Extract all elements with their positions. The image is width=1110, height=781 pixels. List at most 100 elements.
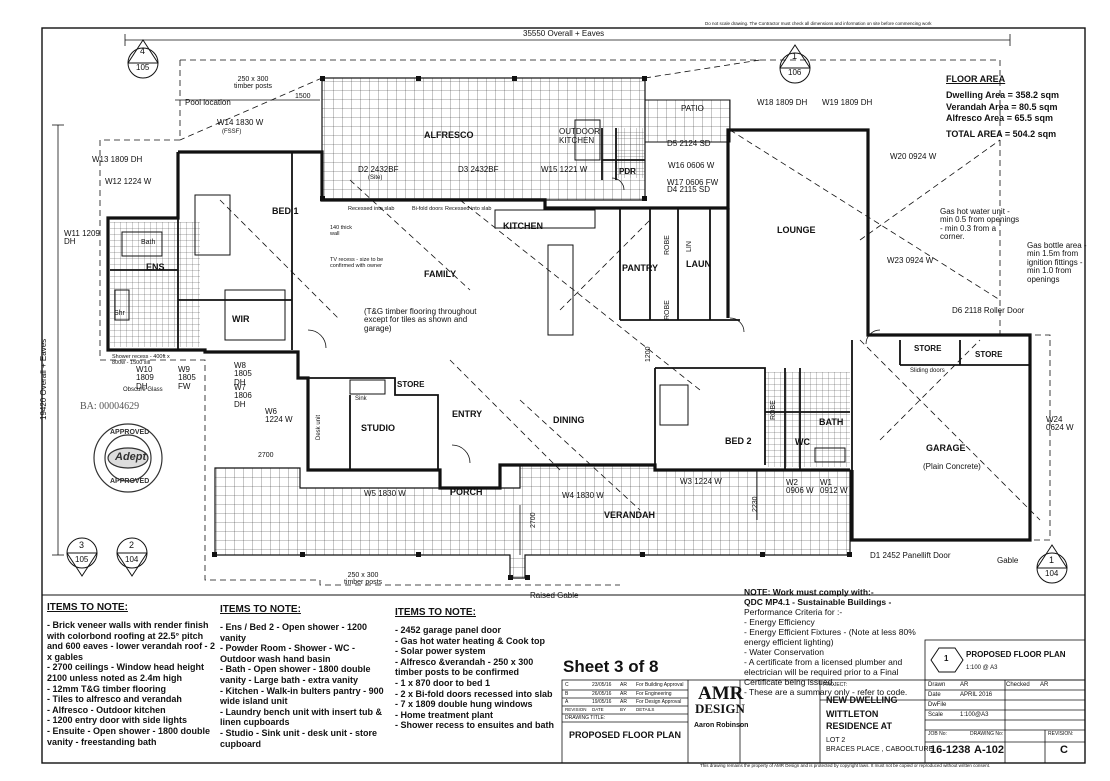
item-note: - Laundry bench unit with insert tub & l… [220,706,382,728]
window-w5: W5 1830 W [364,489,406,498]
gas-hot-water-note: Gas hot water unit - min 0.5 from openin… [940,207,1020,242]
copyright-strip: This drawing remains the property of AMR… [700,763,991,768]
window-w6: W6 1224 W [265,407,293,425]
window-w13: W13 1809 DH [92,155,143,164]
thick-wall-note: 140 thick wall [330,225,353,237]
window-w12: W12 1224 W [105,177,152,186]
item-note: - Home treatment plant [395,709,494,720]
dim-2700-a: 2700 [258,452,274,459]
date-lbl: Date [928,692,941,698]
item-note: - Solar power system [395,646,486,657]
item-note: - 7 x 1809 double hung windows [395,699,533,710]
item-note: - Shower recess to ensuites and bath [395,720,555,731]
studio-sink: Sink [355,396,367,402]
drawn-val: AR [960,682,969,688]
room-alfresco: ALFRESCO [424,130,474,140]
posts-label-bottom: 250 x 300 timber posts [343,572,383,587]
item-note: - Alfresco &verandah - 250 x 300 timber … [395,656,534,678]
rev-a-desc: For Design Approval [636,699,682,705]
room-ens: ENS [146,262,165,272]
date-val: APRIL 2016 [960,692,993,698]
rev-b-desc: For Engineering [636,691,672,697]
shower-small: Shr [114,310,125,317]
qdc-note: NOTE: Work must comply with:- QDC MP4.1 … [744,587,922,697]
site-d2: (Site) [368,175,383,181]
project-line-1: NEW DWELLING [826,695,898,705]
dim-2230: 2230 [752,496,759,512]
room-laun: LAUN [686,259,711,269]
window-w9: W9 1805 FW [178,365,196,391]
marker-2-num: 2 [129,540,135,550]
window-w4: W4 1830 W [562,491,604,500]
job-hdr: JOB No: [928,731,947,737]
rev-a-date: 19/05/16 [592,699,612,705]
dim-2700-b: 2700 [530,512,537,528]
amr-logo-2: DESIGN [695,701,745,716]
bath-small: Bath [141,239,156,246]
rev-hdr: REVISION [565,707,587,712]
posts-label-top: 250 x 300 timber posts [233,76,273,91]
room-lounge: LOUNGE [777,225,816,235]
room-robe-3: ROBE [770,400,777,420]
qdc-line: - A certificate from a licensed plumber … [744,657,903,688]
rev-hdr-by: BY [620,707,627,712]
proposed-floor-plan-num: 1 [944,654,949,663]
drawing-title: PROPOSED FLOOR PLAN [569,730,682,740]
total-area: TOTAL AREA = 504.2 sqm [946,129,1057,139]
item-note: - Ens / Bed 2 - Open shower - 1200 vanit… [220,622,368,643]
room-bed2: BED 2 [725,436,752,446]
obscure-glass: Obscure Glass [123,387,163,393]
item-note: - 2452 garage panel door [395,625,502,635]
item-note: - Brick veneer walls with render finish … [47,620,216,662]
rev-b: B [565,691,569,697]
room-patio: PATIO [681,104,704,113]
stamp-mid: Adept [115,451,147,463]
dwelling-area: Dwelling Area = 358.2 sqm [946,90,1059,101]
item-note: - Alfresco - Outdoor kitchen [47,704,166,715]
scale-lbl: Scale [928,712,944,718]
window-w11: W11 1209 DH [64,229,100,247]
room-porch: PORCH [450,487,483,497]
qdc-line: Performance Criteria for :- [744,607,843,618]
door-d1: D1 2452 Panellift Door [870,551,951,560]
ba-number: BA: 00004629 [80,401,140,412]
window-w8: W8 1805 DH [234,361,252,387]
door-d5: D5 2124 SD [667,139,711,148]
items-list-2: - Ens / Bed 2 - Open shower - 1200 vanit… [220,622,385,749]
dim-1200: 1200 [645,346,652,362]
drawing-title-hdr: DRAWING TITLE: [565,715,606,721]
items-list-3: - 2452 garage panel door - Gas hot water… [395,625,555,731]
room-entry: ENTRY [452,409,483,419]
recessed-label-1: Recessed into slab [348,206,395,212]
room-garage-sub: (Plain Concrete) [923,462,981,471]
project-hdr: PROJECT: [823,682,848,688]
approval-stamp [93,423,163,493]
window-w19: W19 1809 DH [822,98,873,107]
floor-area-block: FLOOR AREA Dwelling Area = 358.2 sqm Ver… [946,74,1059,140]
marker-3-ref: 105 [75,555,89,564]
plan-scale: 1:100 @ A3 [966,665,998,671]
marker-3-num: 3 [79,540,85,550]
rev-b-date: 26/05/16 [592,691,612,697]
rev-a: A [565,699,569,705]
qdc-line: - Energy Efficiency [744,617,815,628]
rev-c-desc: For Building Approval [636,682,684,688]
window-w16: W16 0606 W [668,161,715,170]
alfresco-area: Alfresco Area = 65.5 sqm [946,112,1053,123]
gable-label: Gable [997,556,1019,565]
project-street: BRACES PLACE , CABOOLTURE [826,746,934,753]
recessed-label-2: Recessed into slab [445,206,492,212]
rev-c: C [565,682,569,688]
room-verandah: VERANDAH [604,510,656,520]
qdc-line2: QDC MP4.1 - Sustainable Buildings - [744,597,892,608]
marker-1-ref: 106 [788,68,802,77]
room-store-garage-2: STORE [975,350,1003,359]
verandah-area: Verandah Area = 80.5 sqm [946,101,1058,112]
project-line-2: WITTLETON [826,709,879,719]
item-note: - Bath - Open shower - 1800 double vanit… [220,664,371,686]
room-pantry: PANTRY [622,263,658,273]
item-note: - Kitchen - Walk-in bulters pantry - 900… [220,685,384,707]
items-heading-1: ITEMS TO NOTE: [47,602,128,613]
